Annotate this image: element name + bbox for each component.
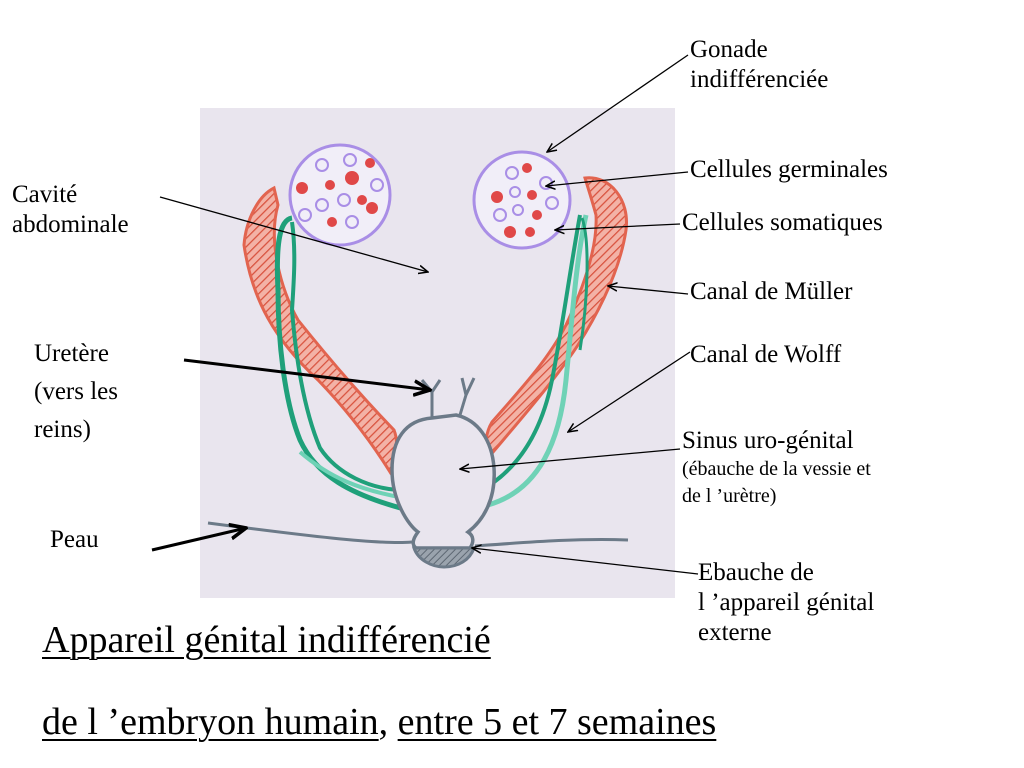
left-wolff-duct-inner (289, 221, 399, 492)
title-line2: de l ’embryon humain, entre 5 et 7 semai… (42, 700, 716, 744)
label-ebauche-line1: Ebauche de (698, 559, 814, 586)
label-uretere-line2: (vers les (34, 378, 118, 405)
label-uretere-line3: reins) (34, 416, 91, 443)
label-gonade-line1: Gonade (690, 36, 768, 63)
title-line2-separator: , (378, 701, 398, 743)
leader-gonade (547, 54, 689, 152)
label-sinus: Sinus uro-génital (ébauche de la vessie … (682, 426, 871, 510)
leader-somatiques (555, 223, 681, 230)
left-gonad-cells (296, 153, 384, 229)
label-canal-muller: Canal de Müller (690, 278, 853, 305)
label-ebauche-line2: l ’appareil génital (698, 589, 875, 616)
right-wolff-duct-outer (487, 214, 589, 508)
leader-peau (151, 528, 246, 552)
right-gonad (472, 150, 572, 250)
right-gonad-cells (491, 163, 559, 238)
label-sinus-line1: Sinus uro-génital (682, 427, 854, 454)
label-sinus-line3: de l ’urètre) (682, 485, 777, 507)
label-cavite: Cavité abdominale (12, 180, 129, 240)
title-line1: Appareil génital indifférencié (42, 618, 491, 662)
label-peau: Peau (50, 526, 99, 553)
left-wolff-duct-light (298, 450, 405, 500)
label-cavite-line2: abdominale (12, 211, 129, 238)
label-cellules-somatiques: Cellules somatiques (682, 209, 883, 236)
label-ebauche-line3: externe (698, 619, 772, 646)
leader-muller (608, 286, 689, 295)
label-cavite-line1: Cavité (12, 181, 78, 208)
right-wolff-duct-edge (578, 217, 589, 351)
label-gonade-line2: indifférenciée (690, 66, 829, 93)
left-wolff-duct-outer (274, 215, 409, 513)
leader-cavite (159, 196, 428, 272)
external-genital-anlage (411, 546, 477, 569)
label-uretere-line1: Uretère (34, 340, 109, 367)
ureter-right (458, 377, 476, 416)
label-sinus-line2: (ébauche de la vessie et (682, 458, 871, 480)
leader-germinales (546, 171, 689, 186)
leader-wolff (568, 351, 691, 432)
title-line2-part2: entre 5 et 7 semaines (397, 701, 717, 743)
label-gonade: Gonade indifférenciée (690, 35, 828, 95)
title-line1-text: Appareil génital indifférencié (42, 619, 491, 661)
leader-sinus (460, 448, 681, 469)
label-uretere: Uretère (vers les reins) (34, 335, 118, 449)
label-ebauche: Ebauche de l ’appareil génital externe (698, 558, 874, 648)
label-cellules-germinales: Cellules germinales (690, 156, 888, 183)
leader-ebauche (472, 548, 699, 575)
left-muller-duct (242, 185, 399, 476)
leader-uretere (183, 358, 430, 390)
title-line2-part1: de l ’embryon humain (42, 701, 379, 743)
right-wolff-duct-inner (477, 214, 582, 494)
label-canal-wolff: Canal de Wolff (690, 341, 842, 368)
